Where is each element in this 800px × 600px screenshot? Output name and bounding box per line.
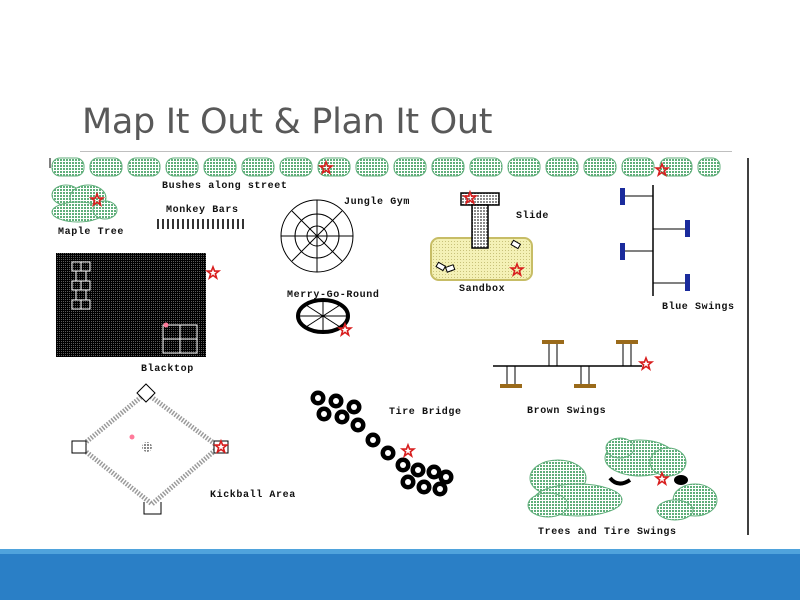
merry-go-round-label: Merry-Go-Round xyxy=(287,289,379,301)
slide-label: Slide xyxy=(516,210,549,222)
monkey-bars-icon xyxy=(157,219,244,229)
monkey-bars-label: Monkey Bars xyxy=(166,204,239,216)
bushes-label: Bushes along street xyxy=(162,180,287,192)
slide-title: Map It Out & Plan It Out xyxy=(82,102,493,142)
blacktop-label: Blacktop xyxy=(141,363,194,375)
star-marker-icon xyxy=(206,266,220,279)
hopscotch-icon xyxy=(71,261,91,310)
jungle-gym-label: Jungle Gym xyxy=(344,196,410,208)
kickball-label: Kickball Area xyxy=(210,489,296,501)
blue-swings-label: Blue Swings xyxy=(662,301,735,313)
toy-icon xyxy=(435,239,522,273)
merry-go-round-icon xyxy=(296,298,350,334)
maple-tree-icon xyxy=(51,184,118,223)
slide-icon xyxy=(460,192,500,249)
brown-swings-icon xyxy=(493,340,642,388)
four-square-court-icon xyxy=(162,324,198,354)
bushes-row xyxy=(51,157,721,177)
trees-tire-swings-label: Trees and Tire Swings xyxy=(538,526,677,538)
blue-swings-icon xyxy=(620,185,690,296)
blacktop-area xyxy=(56,253,206,357)
brown-swings-label: Brown Swings xyxy=(527,405,606,417)
star-marker-icon xyxy=(401,444,415,457)
ball-icon xyxy=(129,434,135,440)
ball-icon xyxy=(163,322,169,328)
tire-bridge-label: Tire Bridge xyxy=(389,406,462,418)
jungle-gym-icon xyxy=(280,199,354,273)
footer-bar xyxy=(0,554,800,600)
trees-icon xyxy=(527,437,718,521)
star-marker-icon xyxy=(639,357,653,370)
title-divider xyxy=(80,151,732,152)
footer-accent-bar xyxy=(0,549,800,554)
kickball-diamond-icon xyxy=(71,383,229,515)
maple-label: Maple Tree xyxy=(58,226,124,238)
sandbox-label: Sandbox xyxy=(459,283,505,295)
tire-swing-icon xyxy=(608,475,688,486)
